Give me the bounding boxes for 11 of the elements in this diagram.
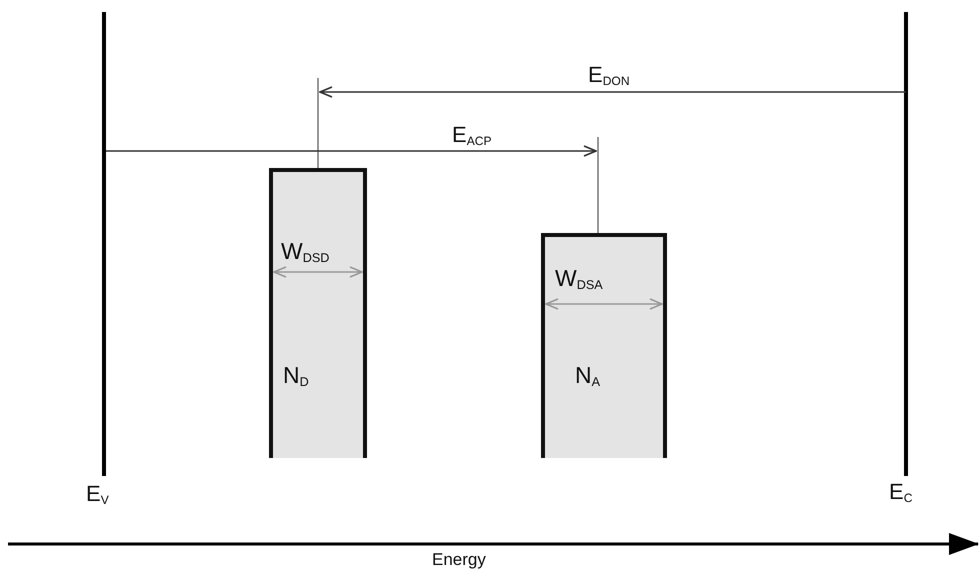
energy-label: E$_{DON}$ (588, 64, 630, 88)
energy-band-box (269, 168, 367, 458)
energy-label: E$_{C}$ (889, 481, 912, 504)
band-label: N$_{D}$ (283, 364, 309, 389)
energy-band-box (541, 233, 667, 458)
band-label: W$_{DSA}$ (555, 267, 603, 292)
energy-label: E$_{ACP}$ (452, 124, 492, 148)
band-label: W$_{DSD}$ (281, 240, 330, 265)
axis-label: Energy (432, 551, 486, 568)
band-label: N$_{A}$ (575, 364, 600, 389)
energy-label: E$_{V}$ (86, 483, 109, 506)
